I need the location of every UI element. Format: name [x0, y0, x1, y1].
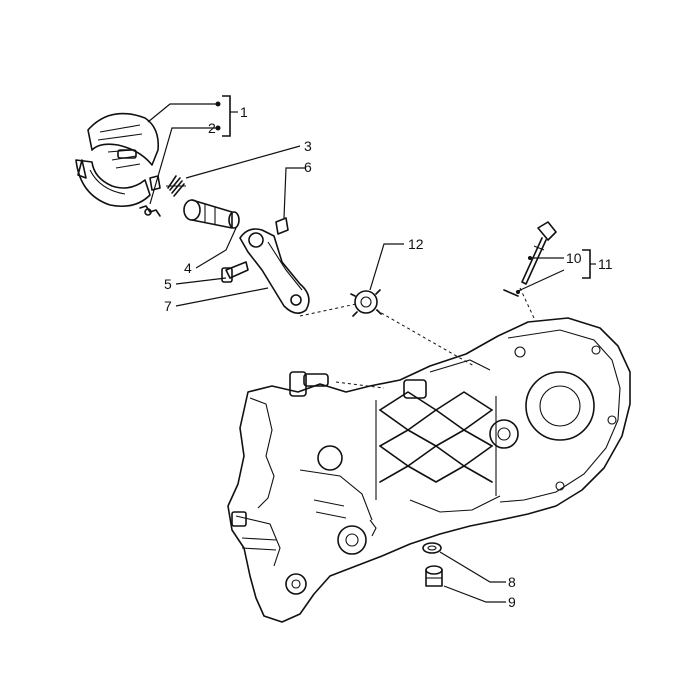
- brake-lever-part-7: [239, 228, 310, 314]
- washer-part-8: [422, 542, 442, 554]
- callout-6: 6: [304, 159, 312, 175]
- bolt-part-5: [221, 261, 249, 283]
- callout-9: 9: [508, 594, 516, 610]
- callout-11: 11: [598, 256, 613, 272]
- callout-2: 2: [208, 120, 216, 136]
- cam-shaft-part-4: [183, 199, 240, 229]
- callout-8: 8: [508, 574, 516, 590]
- brake-shoes: [75, 112, 161, 208]
- callout-4: 4: [184, 260, 192, 276]
- callout-7: 7: [164, 298, 172, 314]
- callout-12: 12: [408, 236, 424, 252]
- sprocket-part-12: [350, 289, 382, 317]
- callout-labels: 1 2 3 6 4 5 7 12 10 11 8 9: [164, 104, 613, 610]
- leader-lines: [147, 95, 596, 603]
- callout-10: 10: [566, 250, 582, 266]
- engine-crankcase: [227, 317, 631, 623]
- spring-part-3: [166, 175, 186, 197]
- pin-part-6: [275, 217, 289, 235]
- spring-part-2: [139, 205, 161, 217]
- callout-5: 5: [164, 276, 172, 292]
- o-ring-part-11: [503, 289, 519, 297]
- callout-1: 1: [240, 104, 248, 120]
- callout-3: 3: [304, 138, 312, 154]
- drain-plug-part-9: [425, 565, 443, 587]
- dipstick-part-10: [521, 221, 557, 285]
